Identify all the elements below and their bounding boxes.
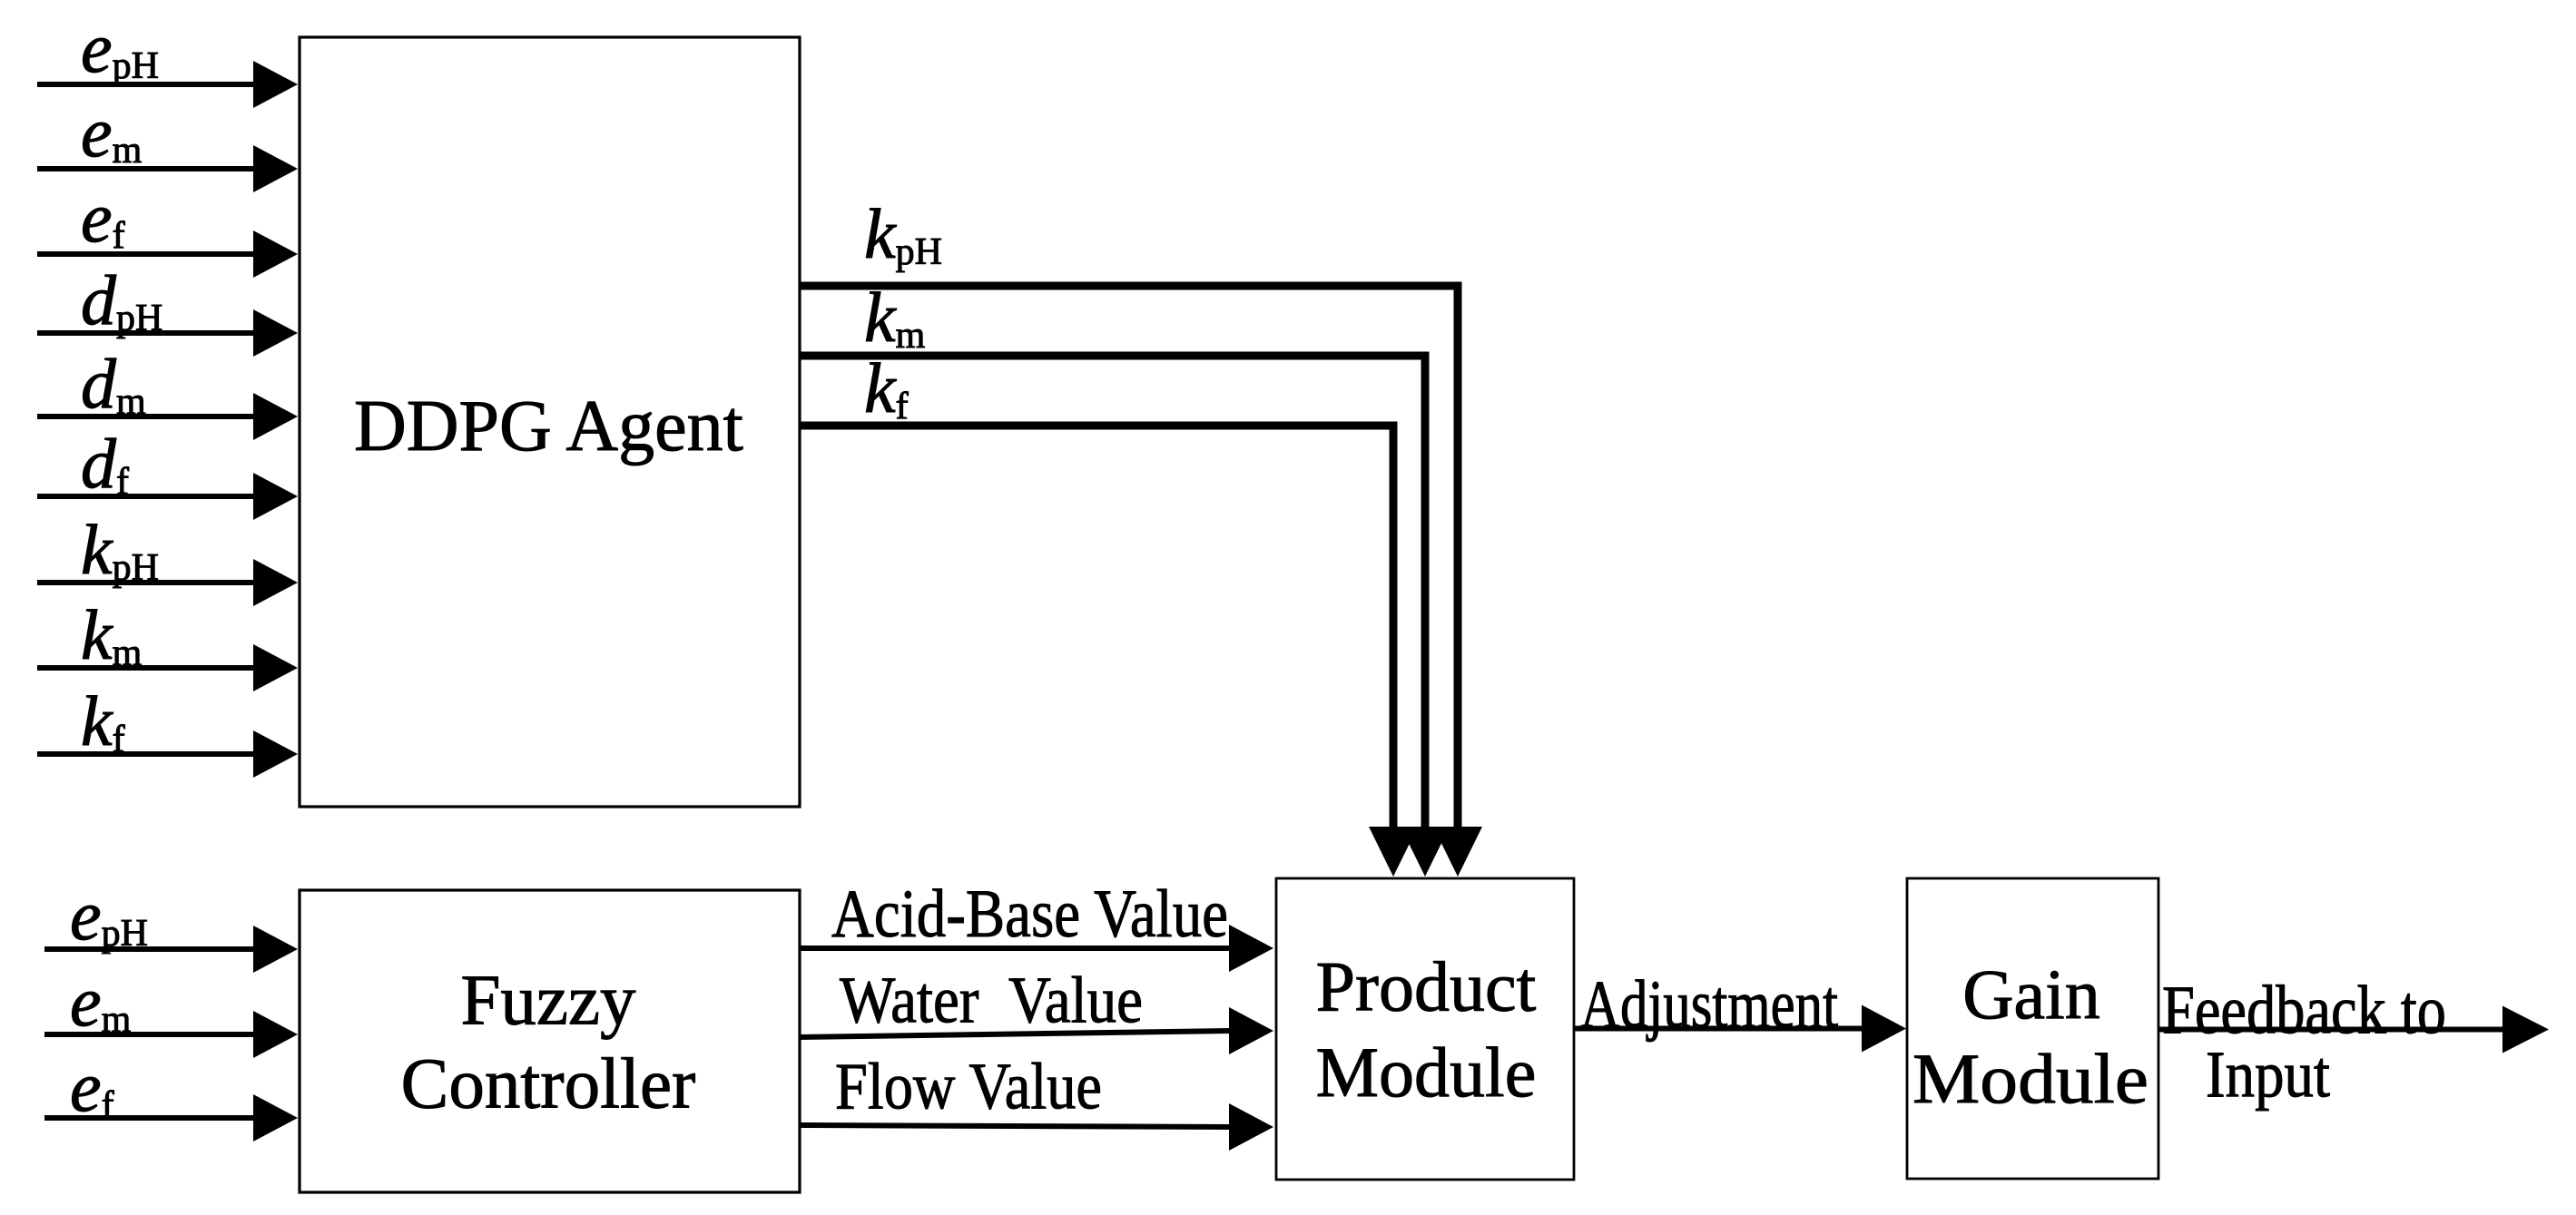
svg-text:Controller: Controller [401, 1045, 696, 1124]
svg-text:Adjustment: Adjustment [1580, 967, 1838, 1043]
svg-text:Gain: Gain [1962, 955, 2100, 1034]
svg-text:Module: Module [1316, 1033, 1537, 1112]
svg-text:em: em [81, 93, 143, 171]
svg-text:Water Value: Water Value [840, 964, 1143, 1037]
svg-text:Flow Value: Flow Value [835, 1050, 1102, 1123]
svg-text:Input: Input [2206, 1038, 2330, 1112]
svg-text:Module: Module [1912, 1039, 2148, 1118]
svg-text:DDPG Agent: DDPG Agent [354, 387, 743, 466]
svg-text:Feedback to: Feedback to [2162, 973, 2446, 1049]
svg-text:Acid-Base Value: Acid-Base Value [831, 877, 1228, 952]
svg-text:km: km [81, 595, 143, 674]
svg-text:Fuzzy: Fuzzy [460, 962, 636, 1041]
svg-text:ef: ef [70, 1047, 114, 1126]
svg-text:Product: Product [1316, 947, 1537, 1026]
